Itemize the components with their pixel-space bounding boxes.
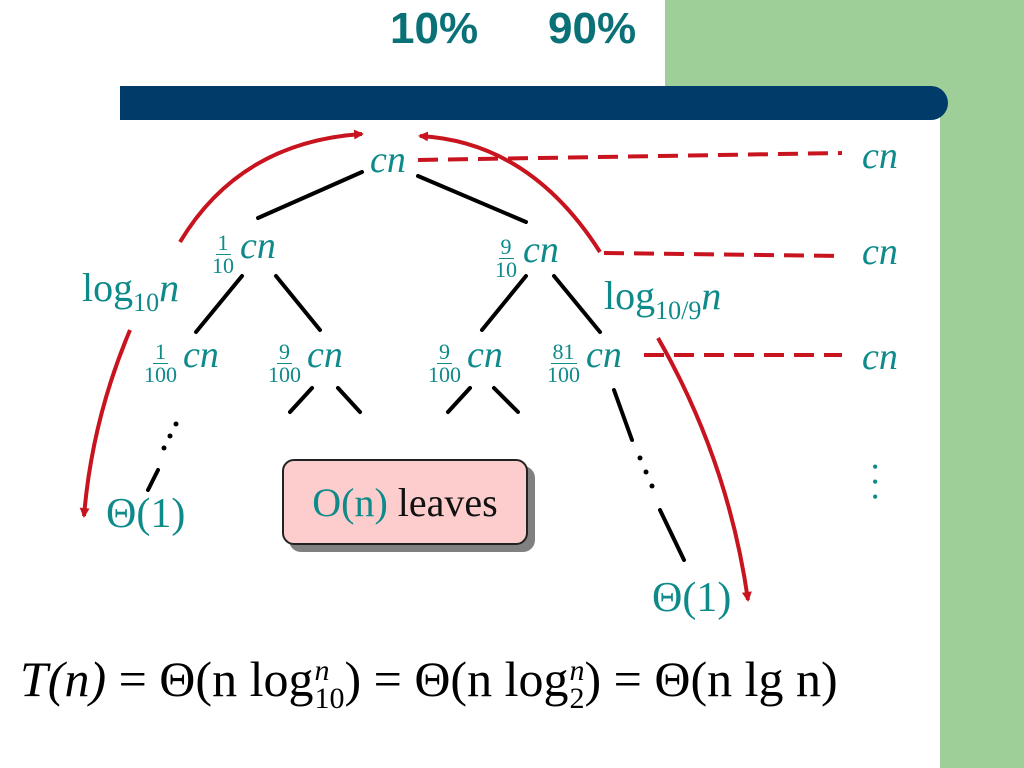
tree-root-node: cn [370, 139, 406, 181]
edge-stub-1 [288, 386, 314, 414]
edge-l-ll [194, 274, 244, 334]
cost-dash-1 [417, 151, 843, 162]
leaves-text: leaves [397, 479, 498, 525]
edge-stub-4 [492, 386, 520, 414]
level-cost-3: cn [862, 336, 898, 378]
edge-right-leaf-tail [658, 508, 686, 562]
edge-left-leaf-tail [146, 468, 160, 492]
leaf-left: Θ(1) [106, 491, 186, 537]
depth-arrow-left-down [79, 329, 132, 518]
depth-label-right: log10/9n [604, 273, 722, 325]
edge-root-left [256, 170, 364, 220]
level-cost-1: cn [862, 135, 898, 177]
ellipsis-dots [161, 421, 655, 489]
leaf-right: Θ(1) [652, 575, 732, 621]
level-cost-vdots: ••• [872, 457, 879, 507]
edge-l-lr [274, 274, 322, 332]
edge-stub-2 [336, 386, 362, 414]
depth-arrow-right-down [656, 337, 752, 602]
green-band-top [665, 0, 1024, 88]
split-percent-left: 10% [390, 4, 479, 53]
green-band-right [940, 88, 1024, 768]
cost-dash-2 [603, 251, 843, 258]
title-bar [120, 86, 948, 120]
depth-arrow-left-up [178, 129, 364, 244]
edge-stub-3 [446, 386, 472, 414]
edge-r-rl [480, 274, 528, 332]
depth-arrow-right-up [418, 131, 602, 254]
leaves-count: O(n) [312, 479, 388, 525]
depth-label-left: log10n [82, 265, 180, 317]
edge-right-branch [612, 388, 634, 442]
leaves-box: O(n) leaves [282, 459, 528, 545]
level-cost-2: cn [862, 231, 898, 273]
edge-r-rr [552, 274, 602, 334]
edge-root-right [416, 174, 528, 224]
split-percent-right: 90% [548, 4, 637, 53]
